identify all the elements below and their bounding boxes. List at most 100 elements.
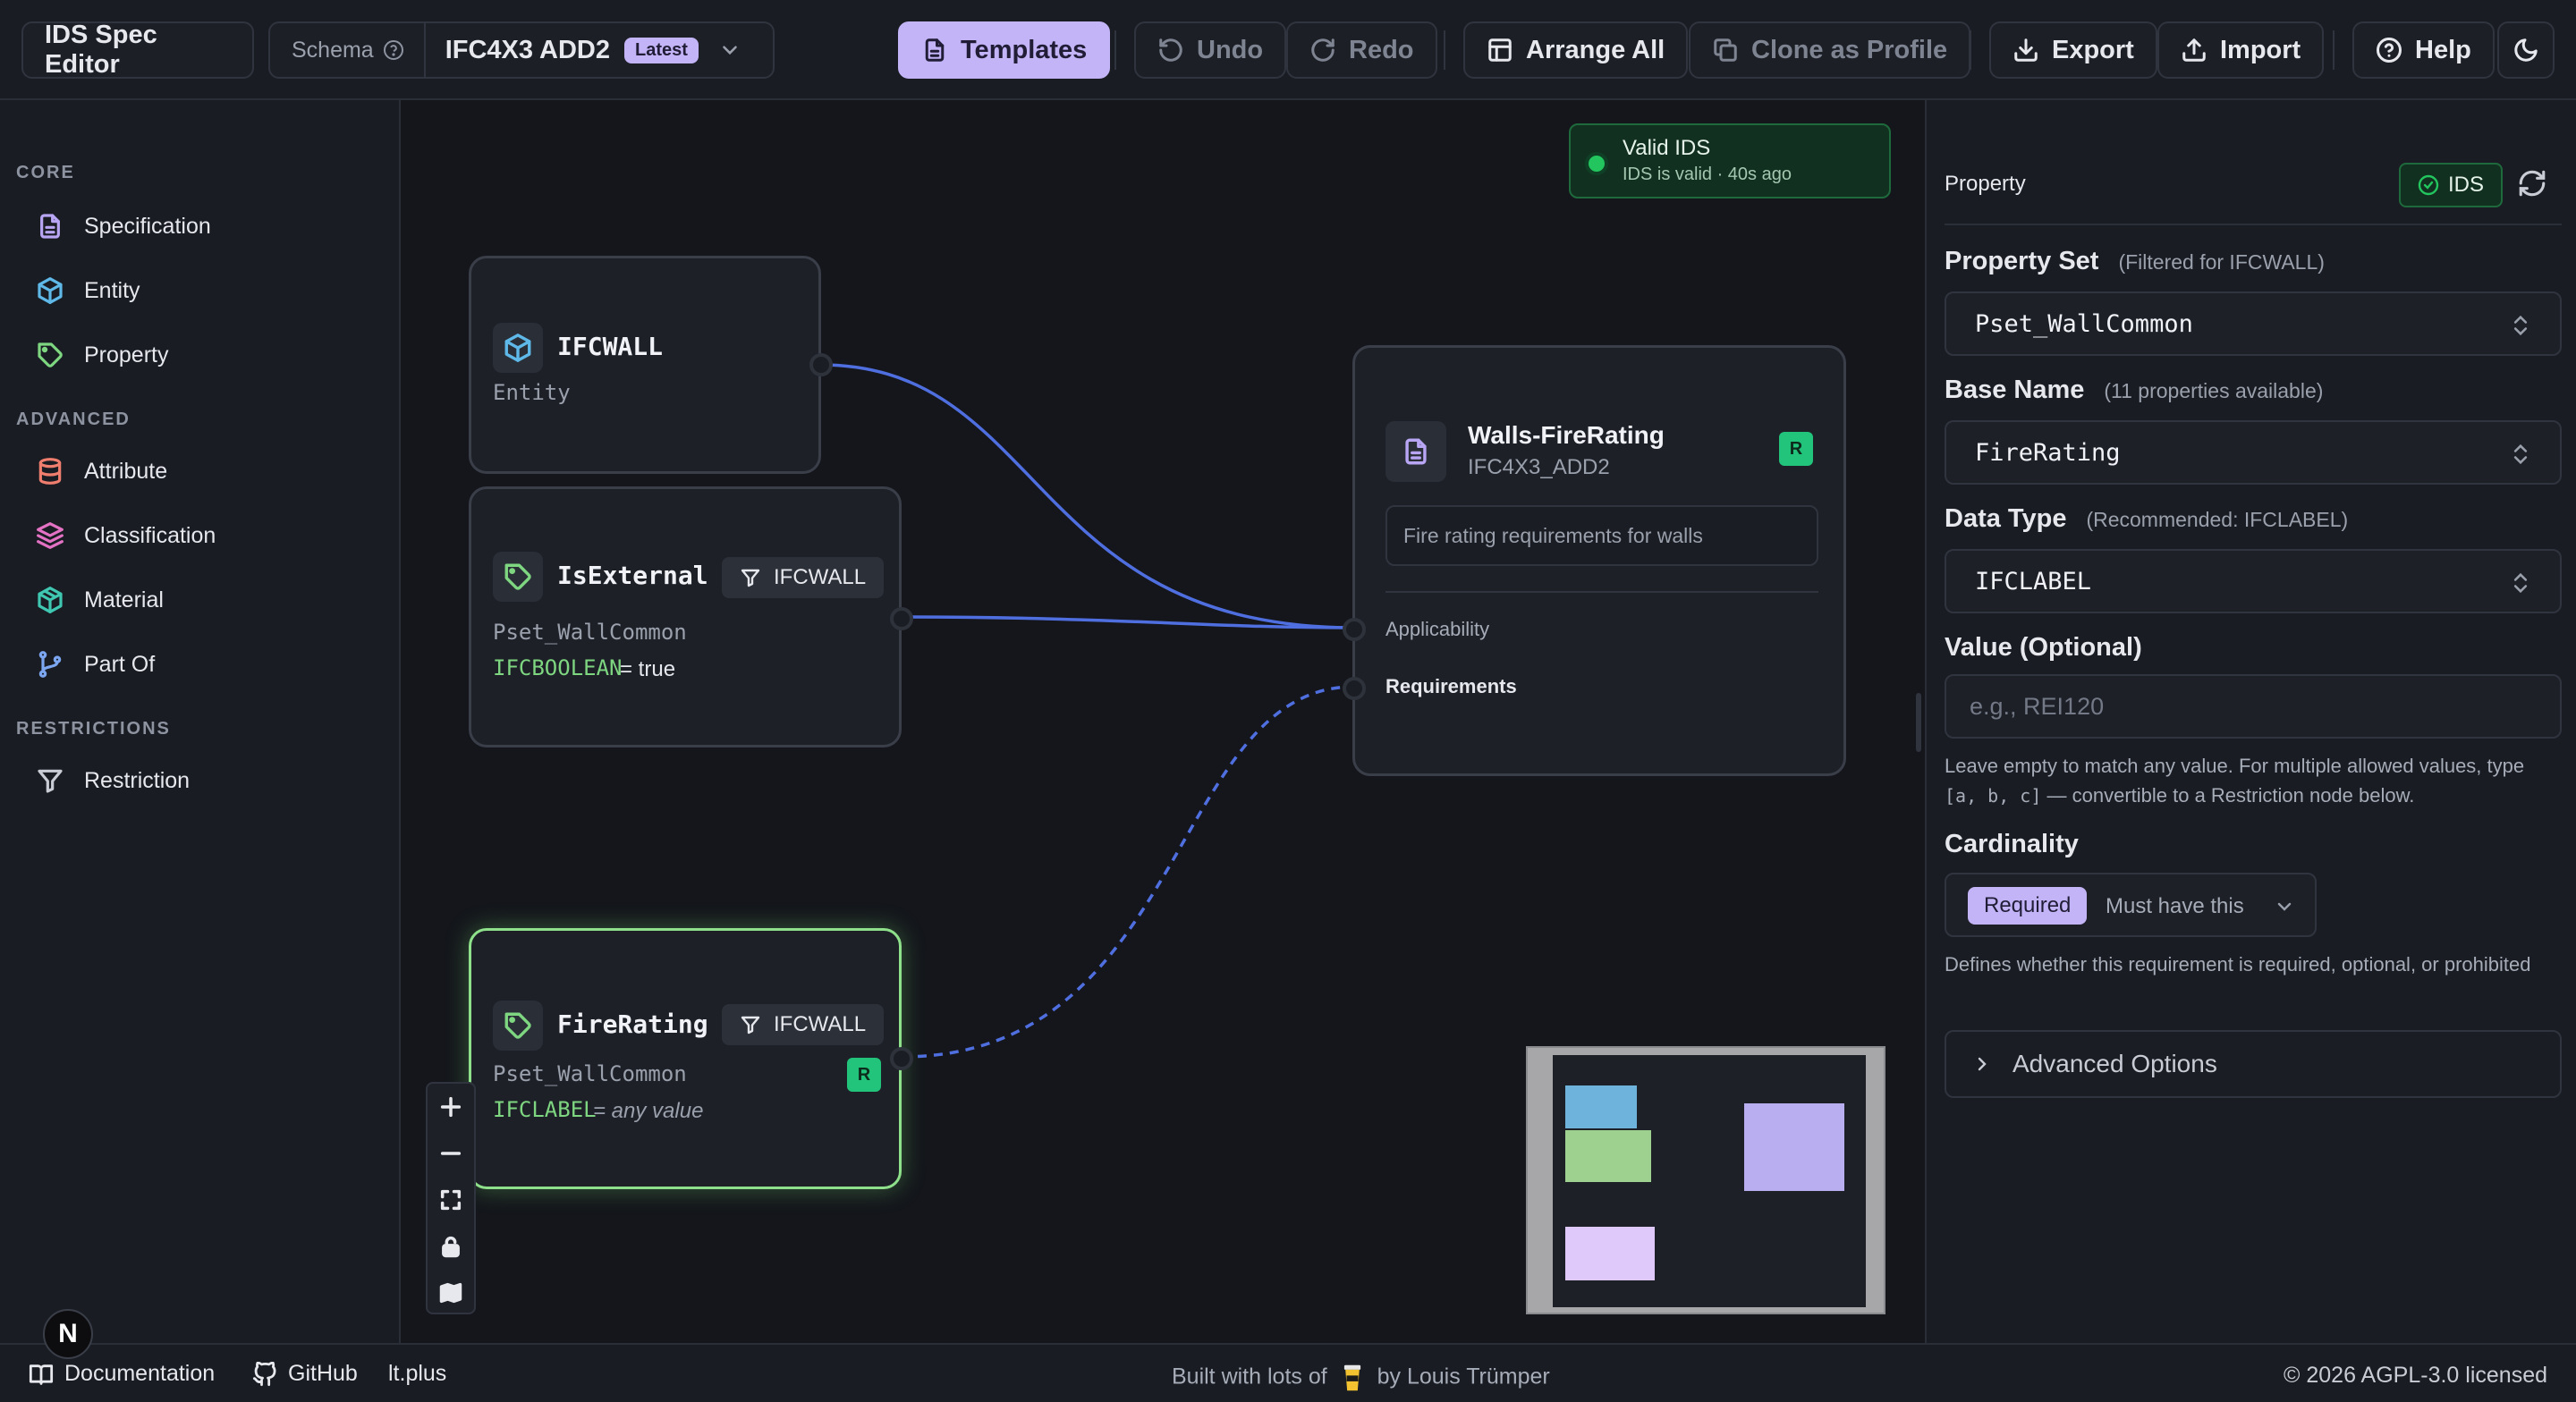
section-title-restrictions: RESTRICTIONS xyxy=(16,719,171,739)
entity-icon-box xyxy=(493,323,543,373)
minimap[interactable] xyxy=(1526,1046,1885,1314)
documentation-link[interactable]: Documentation xyxy=(29,1361,215,1387)
schema-label: Schema xyxy=(292,37,374,63)
undo-icon xyxy=(1159,38,1182,62)
download-icon xyxy=(2014,38,2038,62)
footer-bar: Documentation GitHub lt.plus Built with … xyxy=(0,1343,2576,1402)
cardinality-chip: Required xyxy=(1968,887,2088,925)
entity-node[interactable]: IFCWALL Entity xyxy=(469,256,833,474)
validation-detail: IDS is valid · 40s ago xyxy=(1623,165,1792,184)
specification-description-input[interactable]: Fire rating requirements for walls xyxy=(1385,505,1818,566)
layers-icon xyxy=(37,522,64,549)
chevron-down-icon xyxy=(723,46,737,55)
entity-output-handle[interactable] xyxy=(809,353,833,376)
base-name-select[interactable]: FireRating xyxy=(1945,420,2562,485)
property-node-isexternal[interactable]: IsExternal IFCWALL Pset_WallCommon IFCBO… xyxy=(469,486,913,747)
cardinality-label: Cardinality xyxy=(1945,830,2079,858)
book-icon xyxy=(29,1364,54,1385)
edge-isexternal-to-applicability[interactable] xyxy=(901,615,1355,629)
map-toggle-button[interactable] xyxy=(428,1270,474,1316)
fullscreen-icon xyxy=(440,1189,462,1211)
filter-icon xyxy=(38,769,63,793)
ltplus-link[interactable]: lt.plus xyxy=(388,1361,447,1386)
import-button[interactable]: Import xyxy=(2157,21,2325,79)
tag-icon xyxy=(504,1012,531,1039)
palette-item-entity[interactable]: Entity xyxy=(36,268,140,313)
palette-item-property[interactable]: Property xyxy=(36,333,168,377)
app-title-button[interactable]: IDS Spec Editor xyxy=(21,21,254,79)
firerating-output-handle[interactable] xyxy=(890,1047,913,1070)
help-circle-icon[interactable] xyxy=(383,39,404,61)
isexternal-node-title: IsExternal xyxy=(557,561,708,590)
flow-canvas[interactable]: IFCWALL Entity IsExternal IFCWALL Pset_W… xyxy=(401,100,1916,1343)
arrange-all-button[interactable]: Arrange All xyxy=(1463,21,1689,79)
entity-node-title: IFCWALL xyxy=(557,332,664,361)
base-name-label: Base Name xyxy=(1945,376,2085,404)
minimap-firerating-node xyxy=(1565,1227,1655,1280)
palette-item-classification[interactable]: Classification xyxy=(36,513,216,558)
property-node-firerating[interactable]: FireRating IFCWALL Pset_WallCommon R IFC… xyxy=(469,928,913,1189)
palette-item-restriction[interactable]: Restriction xyxy=(36,758,190,803)
box-icon xyxy=(38,587,63,613)
base-name-hint: (11 properties available) xyxy=(2104,379,2324,402)
layout-icon xyxy=(1488,38,1512,62)
refresh-icon xyxy=(2519,170,2546,197)
property-set-select[interactable]: Pset_WallCommon xyxy=(1945,291,2562,356)
edge-firerating-to-requirements[interactable] xyxy=(901,685,1355,1059)
refresh-button[interactable] xyxy=(2517,168,2547,203)
data-type-select[interactable]: IFCLABEL xyxy=(1945,549,2562,613)
data-type-label: Data Type xyxy=(1945,504,2067,533)
palette-item-part-of[interactable]: Part Of xyxy=(36,642,155,687)
top-toolbar: IDS Spec Editor Schema IFC4X3 ADD2 Lates… xyxy=(0,0,2576,100)
isexternal-pset: Pset_WallCommon xyxy=(493,620,687,645)
undo-button[interactable]: Undo xyxy=(1134,21,1287,79)
templates-button[interactable]: Templates xyxy=(898,21,1111,79)
license-text: © 2026 AGPL-3.0 licensed xyxy=(2284,1363,2547,1388)
fit-view-button[interactable] xyxy=(428,1177,474,1223)
redo-button[interactable]: Redo xyxy=(1286,21,1437,79)
applicability-input-handle[interactable] xyxy=(1343,618,1366,641)
value-input[interactable] xyxy=(1945,674,2562,739)
ids-status-badge[interactable]: IDS xyxy=(2399,163,2503,207)
theme-toggle-button[interactable] xyxy=(2497,21,2555,79)
isexternal-filter-chip[interactable]: IFCWALL xyxy=(722,557,885,598)
palette-item-specification[interactable]: Specification xyxy=(36,204,211,249)
app-title: IDS Spec Editor xyxy=(45,21,157,79)
zoom-out-button[interactable] xyxy=(428,1130,474,1177)
specification-node[interactable]: Walls-FireRating IFC4X3_ADD2 R Fire rati… xyxy=(1343,345,1846,776)
cardinality-select[interactable]: Required Must have this xyxy=(1945,873,2317,937)
palette-item-attribute[interactable]: Attribute xyxy=(36,449,167,494)
chevron-down-icon xyxy=(2277,902,2292,911)
edges-layer xyxy=(819,363,1355,1059)
minus-icon xyxy=(440,1152,462,1155)
requirements-label: Requirements xyxy=(1385,675,1517,697)
github-link[interactable]: GitHub xyxy=(252,1361,358,1387)
property-set-label: Property Set xyxy=(1945,247,2099,275)
advanced-options-toggle[interactable]: Advanced Options xyxy=(1945,1030,2562,1098)
edge-entity-to-applicability[interactable] xyxy=(819,363,1355,629)
document-icon xyxy=(1405,438,1427,465)
user-avatar[interactable]: N xyxy=(43,1309,93,1359)
schema-selector[interactable]: Schema IFC4X3 ADD2 Latest xyxy=(268,21,775,79)
value-label: Value (Optional) xyxy=(1945,633,2142,662)
chevrons-up-down-icon xyxy=(2513,443,2528,465)
export-button[interactable]: Export xyxy=(1989,21,2157,79)
help-circle-icon xyxy=(2377,38,2402,63)
panel-resize-handle[interactable] xyxy=(1916,693,1921,752)
plus-icon xyxy=(440,1096,462,1118)
isexternal-datatype: IFCBOOLEAN xyxy=(493,655,623,680)
zoom-in-button[interactable] xyxy=(428,1084,474,1130)
firerating-filter-chip[interactable]: IFCWALL xyxy=(722,1004,885,1045)
tag-icon xyxy=(504,563,531,590)
clone-as-profile-button[interactable]: Clone as Profile xyxy=(1689,21,1971,79)
chevrons-up-down-icon xyxy=(2513,315,2528,336)
help-button[interactable]: Help xyxy=(2352,21,2495,79)
latest-badge: Latest xyxy=(623,37,699,63)
github-icon xyxy=(252,1361,276,1386)
minimap-viewport xyxy=(1553,1055,1866,1307)
isexternal-output-handle[interactable] xyxy=(890,607,913,630)
branch-icon xyxy=(38,651,62,678)
palette-item-material[interactable]: Material xyxy=(36,578,164,622)
lock-button[interactable] xyxy=(428,1223,474,1270)
requirements-input-handle[interactable] xyxy=(1343,677,1366,700)
